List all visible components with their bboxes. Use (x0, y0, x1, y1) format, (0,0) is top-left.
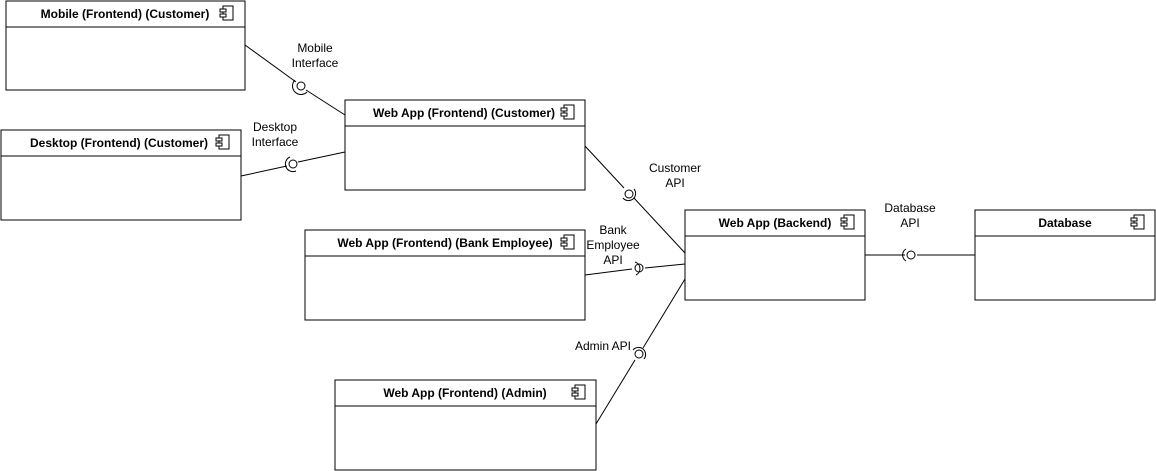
desktop-interface-label-1: Desktop (253, 120, 297, 134)
customer-api-line-2 (633, 197, 686, 254)
component-mobile-frontend[interactable]: Mobile (Frontend) (Customer) (5, 0, 246, 91)
mobile-interface-label-2: Interface (292, 56, 339, 70)
database-api-symbol (902, 248, 916, 262)
component-title: Mobile (Frontend) (Customer) (41, 7, 210, 21)
component-webapp-customer[interactable]: Web App (Frontend) (Customer) (344, 99, 586, 191)
bank-api-line (584, 268, 633, 276)
component-title: Desktop (Frontend) (Customer) (30, 136, 208, 150)
admin-api-symbol (632, 346, 647, 360)
component-desktop-frontend[interactable]: Desktop (Frontend) (Customer) (0, 129, 242, 221)
component-database[interactable]: Database (974, 209, 1156, 301)
admin-api-label: Admin API (575, 339, 631, 353)
bank-employee-api-label-1: Bank (599, 223, 627, 237)
bank-employee-api-label-3: API (603, 253, 622, 267)
component-title: Web App (Frontend) (Admin) (383, 386, 546, 400)
desktop-link-line-2 (297, 151, 346, 163)
customer-api-label-2: API (665, 176, 684, 190)
mobile-interface-label-1: Mobile (297, 41, 333, 55)
component-webapp-bank-employee[interactable]: Web App (Frontend) (Bank Employee) (304, 229, 586, 321)
mobile-link-line (244, 44, 297, 83)
customer-api-line (584, 145, 625, 189)
mobile-link-line-2 (305, 89, 346, 116)
component-title: Database (1038, 216, 1092, 230)
component-webapp-backend[interactable]: Web App (Backend) (684, 209, 866, 301)
mobile-interface-symbol (292, 79, 308, 95)
bank-employee-api-label-2: Employee (586, 238, 640, 252)
desktop-interface-symbol (284, 156, 298, 173)
customer-api-symbol (622, 188, 637, 202)
component-title: Web App (Backend) (719, 216, 832, 230)
component-title: Web App (Frontend) (Bank Employee) (337, 236, 552, 250)
customer-api-label-1: Customer (649, 161, 701, 175)
desktop-link-line (240, 165, 288, 177)
admin-api-line-2 (642, 278, 686, 349)
bank-api-line-2 (644, 263, 686, 269)
component-title: Web App (Frontend) (Customer) (373, 106, 555, 120)
desktop-interface-label-2: Interface (252, 135, 299, 149)
admin-api-line (595, 359, 636, 425)
component-webapp-admin[interactable]: Web App (Frontend) (Admin) (334, 379, 597, 471)
database-api-label-1: Database (884, 201, 936, 215)
database-api-label-2: API (900, 216, 919, 230)
bank-employee-api-symbol (634, 261, 644, 276)
